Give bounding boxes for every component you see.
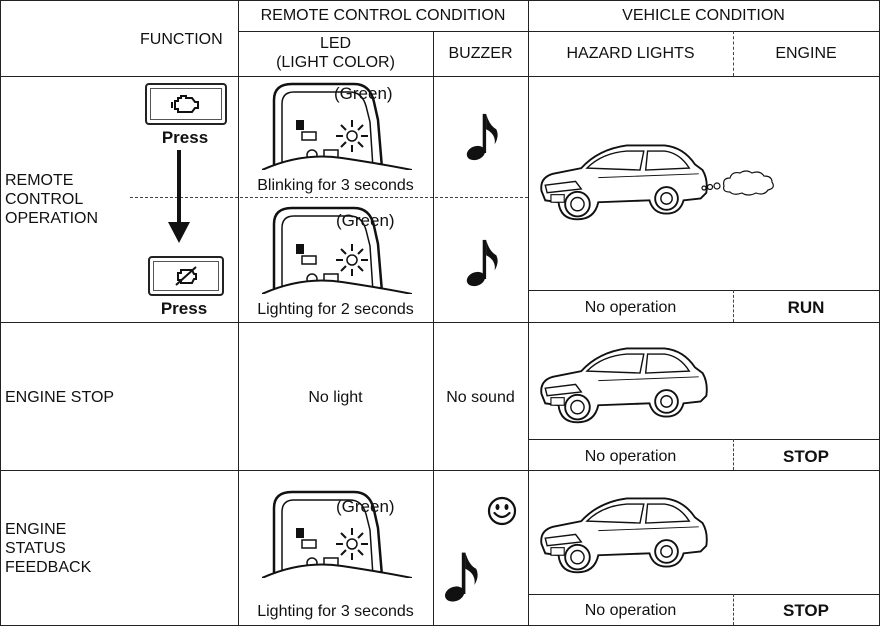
header-buzzer: BUZZER: [448, 45, 513, 62]
arrow-down-icon: [168, 150, 190, 243]
led-caption-1: Blinking for 3 seconds: [257, 177, 414, 194]
led-color-1: (Green): [334, 84, 393, 103]
remote-function-line-2: CONTROL: [5, 191, 84, 208]
stop-hazard-status: No operation: [584, 448, 677, 465]
press-label-2: Press: [160, 299, 208, 318]
header-divider: [238, 31, 879, 32]
engine-stop-button[interactable]: [148, 256, 224, 296]
music-note-icon: [464, 234, 498, 290]
led-caption-2: Lighting for 2 seconds: [257, 301, 414, 318]
vehicle-status-line-1: [528, 290, 879, 291]
car-icon: [532, 485, 712, 580]
led-color-3: (Green): [336, 497, 395, 516]
header-led: LED: [319, 35, 352, 52]
smiley-icon: [487, 496, 517, 526]
header-remote-control-condition: REMOTE CONTROL CONDITION: [260, 7, 506, 24]
row-divider-1: [0, 322, 879, 323]
remote-function-line-1: REMOTE: [5, 172, 74, 189]
status-dash-1: [733, 290, 734, 322]
col-divider-led: [433, 31, 434, 626]
header-function: FUNCTION: [140, 31, 223, 48]
remote-row-dash: [130, 197, 528, 198]
led-caption-3: Lighting for 3 seconds: [257, 603, 414, 620]
engine-stop-icon: [175, 266, 197, 286]
car-icon: [532, 132, 712, 227]
press-label-1: Press: [161, 128, 209, 147]
header-dash-divider: [733, 31, 734, 76]
led-color-2: (Green): [336, 211, 395, 230]
header-light-color: (LIGHT COLOR): [276, 54, 395, 71]
header-vehicle-condition: VEHICLE CONDITION: [622, 7, 785, 24]
stop-led: No light: [308, 389, 363, 406]
engine-start-icon: [171, 95, 199, 113]
header-bottom-line: [0, 76, 879, 77]
music-note-icon: [442, 547, 478, 605]
exhaust-cloud-icon: [701, 170, 774, 196]
col-divider-buzzer: [528, 0, 529, 626]
feedback-function-line-2: STATUS: [5, 540, 66, 557]
feedback-hazard-status: No operation: [584, 602, 677, 619]
header-engine: ENGINE: [775, 45, 837, 62]
music-note-icon: [464, 108, 498, 164]
remote-engine-status: RUN: [787, 298, 825, 317]
vehicle-status-line-2: [528, 439, 879, 440]
vehicle-status-line-3: [528, 594, 879, 595]
table-border-left: [0, 0, 1, 626]
car-icon: [532, 335, 712, 430]
feedback-function-line-3: FEEDBACK: [5, 559, 92, 576]
table-border-top: [0, 0, 879, 1]
status-dash-2: [733, 439, 734, 470]
status-dash-3: [733, 594, 734, 625]
row-divider-2: [0, 470, 879, 471]
col-divider-function: [238, 0, 239, 626]
stop-function: ENGINE STOP: [5, 389, 115, 406]
stop-engine-status: STOP: [783, 447, 829, 466]
remote-hazard-status: No operation: [584, 299, 677, 316]
engine-start-button[interactable]: [145, 83, 227, 125]
stop-buzzer: No sound: [446, 389, 515, 406]
header-hazard-lights: HAZARD LIGHTS: [566, 45, 695, 62]
feedback-function-line-1: ENGINE: [5, 521, 67, 538]
feedback-engine-status: STOP: [783, 601, 829, 620]
remote-function-line-3: OPERATION: [5, 210, 99, 227]
